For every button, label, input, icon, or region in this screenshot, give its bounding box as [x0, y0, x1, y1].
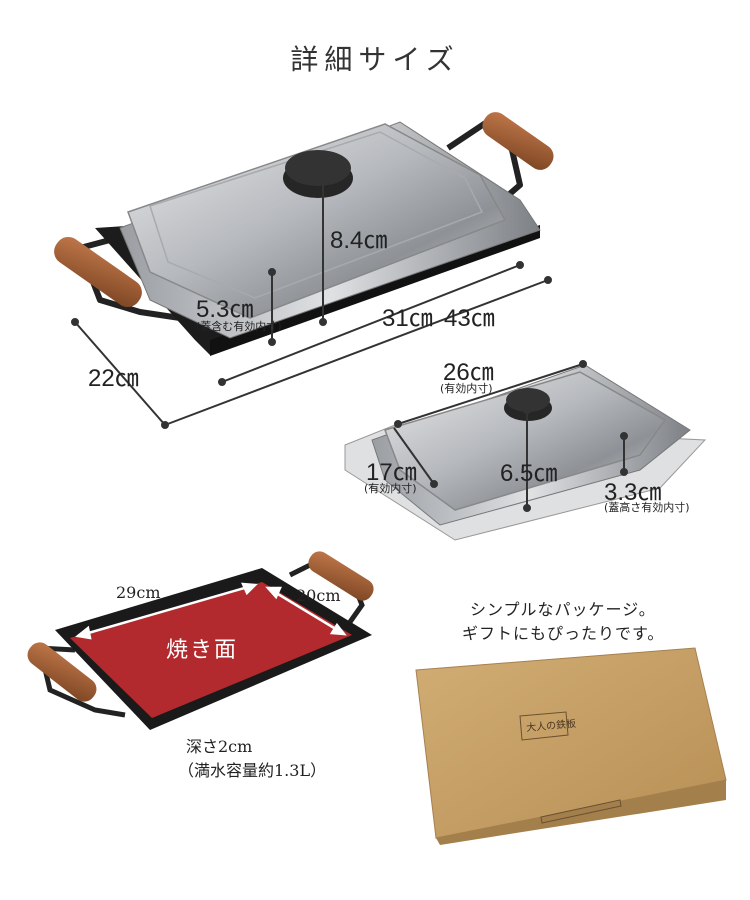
main-lid-height-label: 5.3㎝	[196, 296, 254, 323]
lid-inner-height-note: (蓋高さ有効内寸)	[604, 501, 690, 514]
plate-capacity-label: （満水容量約1.3L）	[178, 761, 327, 780]
plate-length-label: 29cm	[116, 583, 161, 602]
package-box-illustration	[415, 647, 727, 845]
plate-surface-label: 焼き面	[166, 638, 239, 663]
plate-dimension-lines	[75, 582, 347, 640]
lid-illustration	[344, 364, 707, 541]
main-width-outer-label: 43㎝	[444, 305, 495, 332]
lid-width-label: 26㎝	[443, 359, 494, 386]
lid-inner-height-label: 3.3㎝	[604, 479, 662, 506]
plate-width-label: 20cm	[296, 586, 341, 605]
package-line-1: シンプルなパッケージ。	[470, 600, 656, 619]
main-lid-height-note: (蓋含む有効内寸)	[196, 320, 282, 333]
main-griddle-illustration	[54, 112, 554, 356]
lid-depth-label: 17㎝	[366, 459, 417, 486]
package-line-2: ギフトにもぴったりです。	[462, 624, 665, 643]
lid-depth-note: (有効内寸)	[364, 482, 417, 495]
plate-illustration	[27, 551, 374, 730]
main-depth-label: 22㎝	[88, 365, 139, 392]
main-dimension-lines	[71, 168, 552, 429]
plate-depth-label: 深さ2cm	[186, 737, 253, 756]
lid-dimension-lines	[393, 360, 628, 512]
main-height-label: 8.4㎝	[330, 227, 388, 254]
main-width-inner-label: 31㎝	[382, 305, 433, 332]
lid-width-note: (有効内寸)	[440, 382, 493, 395]
page-title: 詳細サイズ	[290, 43, 460, 76]
lid-height-label: 6.5㎝	[500, 460, 558, 487]
